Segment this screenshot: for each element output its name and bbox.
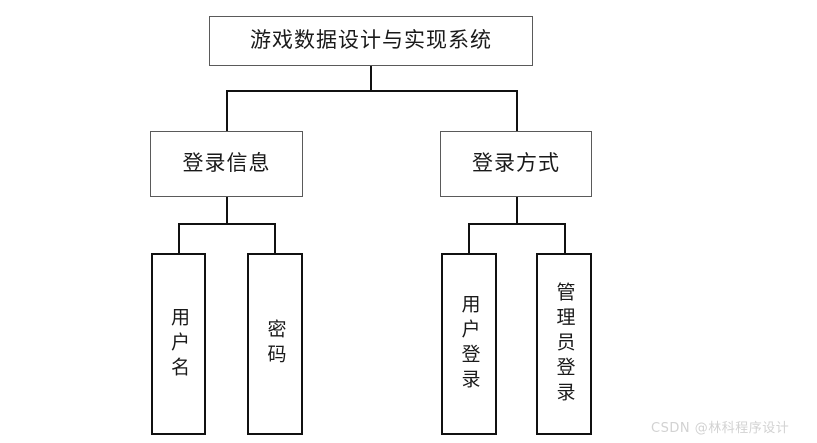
connector-login-method-to-user-login (468, 223, 470, 253)
node-username-label: 用户名 (167, 306, 190, 382)
node-login-method[interactable]: 登录方式 (440, 131, 592, 197)
node-root[interactable]: 游戏数据设计与实现系统 (209, 16, 533, 66)
node-login-method-label: 登录方式 (472, 151, 560, 176)
node-admin-login[interactable]: 管理员登录 (536, 253, 592, 435)
connector-login-info-bar (178, 223, 276, 225)
connector-login-method-to-admin-login (564, 223, 566, 253)
connector-login-info-trunk (226, 197, 228, 225)
connector-root-to-login-info (226, 90, 228, 131)
node-admin-login-label: 管理员登录 (553, 281, 576, 407)
node-login-info-label: 登录信息 (182, 151, 271, 176)
watermark-text: CSDN @林科程序设计 (651, 421, 790, 436)
node-username[interactable]: 用户名 (151, 253, 206, 435)
node-password-label: 密码 (264, 319, 287, 369)
node-root-label: 游戏数据设计与实现系统 (250, 28, 492, 53)
node-login-info[interactable]: 登录信息 (150, 131, 303, 197)
connector-root-to-login-method (516, 90, 518, 131)
connector-root-trunk (370, 66, 372, 91)
node-password[interactable]: 密码 (247, 253, 303, 435)
connector-login-info-to-username (178, 223, 180, 253)
connector-login-method-trunk (516, 197, 518, 225)
connector-login-method-bar (468, 223, 566, 225)
connector-root-bar (226, 90, 518, 92)
node-user-login-label: 用户登录 (458, 294, 481, 394)
node-user-login[interactable]: 用户登录 (441, 253, 497, 435)
connector-login-info-to-password (274, 223, 276, 253)
